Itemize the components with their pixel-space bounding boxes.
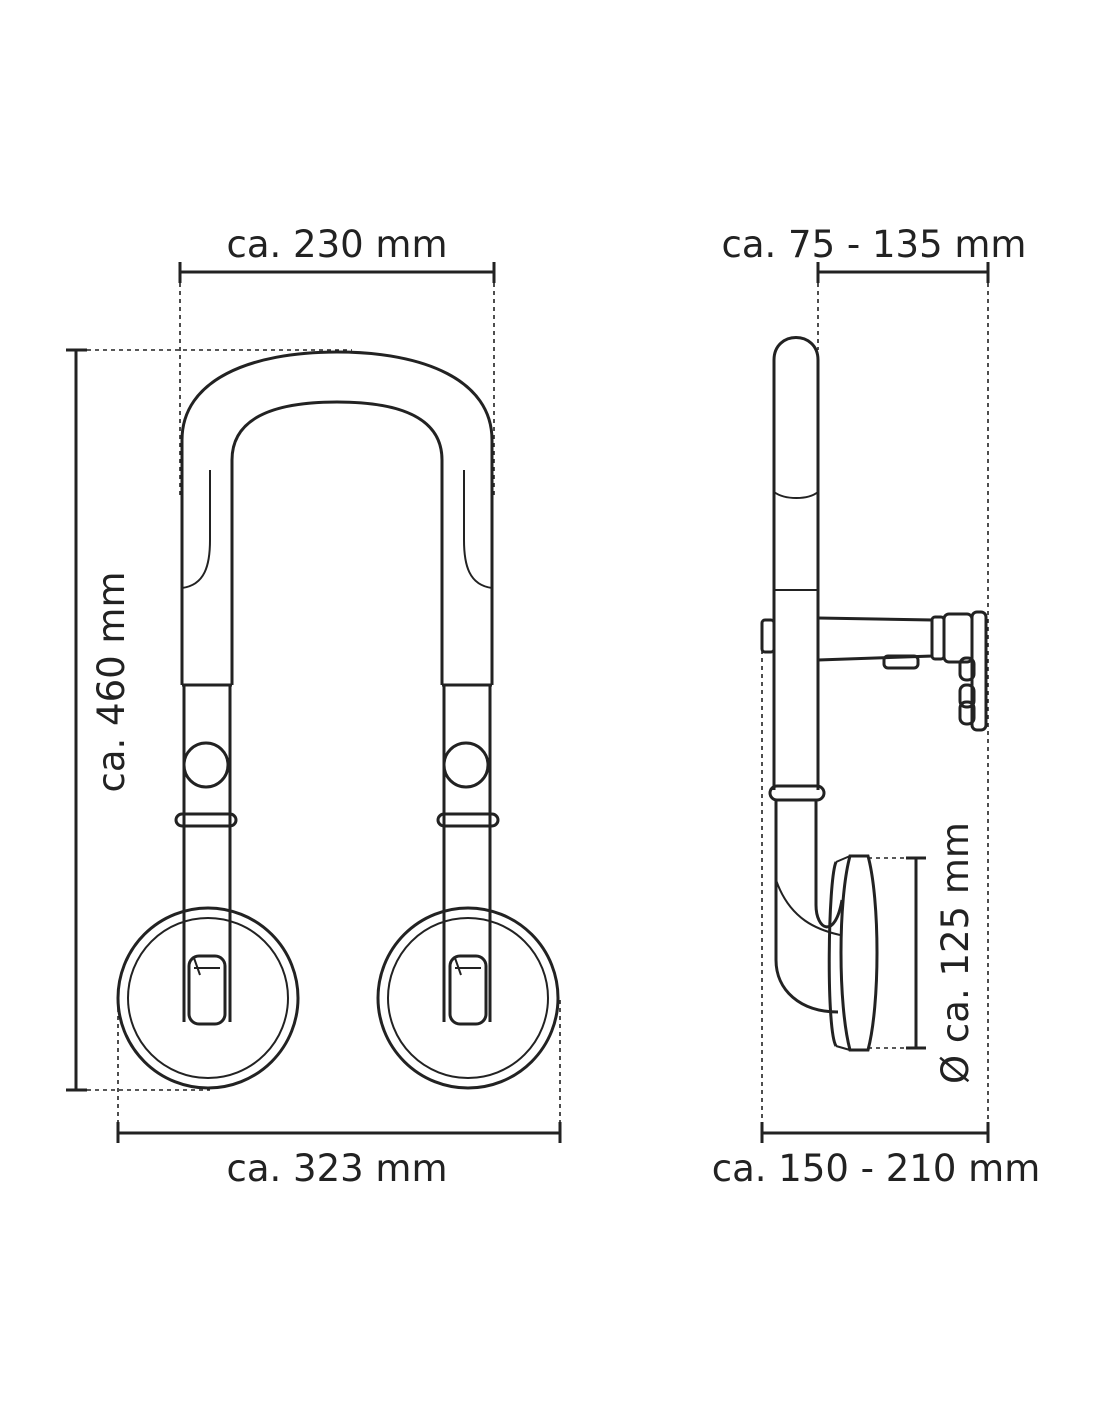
dimension-suction-diameter: Ø ca. 125 mm (868, 822, 977, 1084)
side-view: ca. 75 - 135 mm ca. 150 - 210 mm Ø ca. 1… (712, 223, 1041, 1190)
label-front-width-bottom: ca. 323 mm (226, 1147, 447, 1190)
side-arm (760, 610, 988, 732)
label-side-depth-bottom: ca. 150 - 210 mm (712, 1147, 1041, 1190)
ring-right (436, 812, 500, 828)
dimension-side-depth-bottom: ca. 150 - 210 mm (712, 650, 1041, 1190)
suction-cup-right (376, 906, 560, 1090)
grab-bar-side (768, 336, 844, 1014)
label-side-depth-top: ca. 75 - 135 mm (722, 223, 1027, 266)
label-suction-diameter: Ø ca. 125 mm (934, 822, 977, 1084)
knob-left (182, 741, 230, 789)
dimension-front-height: ca. 460 mm (66, 348, 352, 1092)
label-front-height: ca. 460 mm (90, 571, 133, 792)
knob-right (442, 741, 490, 789)
front-view: ca. 230 mm ca. 460 mm ca. 323 mm (66, 223, 562, 1190)
dimension-front-width-bottom: ca. 323 mm (116, 1000, 562, 1190)
dimension-front-width-top: ca. 230 mm (178, 223, 496, 495)
suction-cup-left (116, 906, 300, 1090)
label-front-width-top: ca. 230 mm (226, 223, 447, 266)
ring-side (768, 784, 826, 802)
suction-cup-side (827, 854, 879, 1052)
wall-plate-side (970, 610, 988, 732)
dimension-side-depth-top: ca. 75 - 135 mm (722, 223, 1027, 1123)
ring-left (174, 812, 238, 828)
grab-bar-front (174, 350, 500, 1022)
